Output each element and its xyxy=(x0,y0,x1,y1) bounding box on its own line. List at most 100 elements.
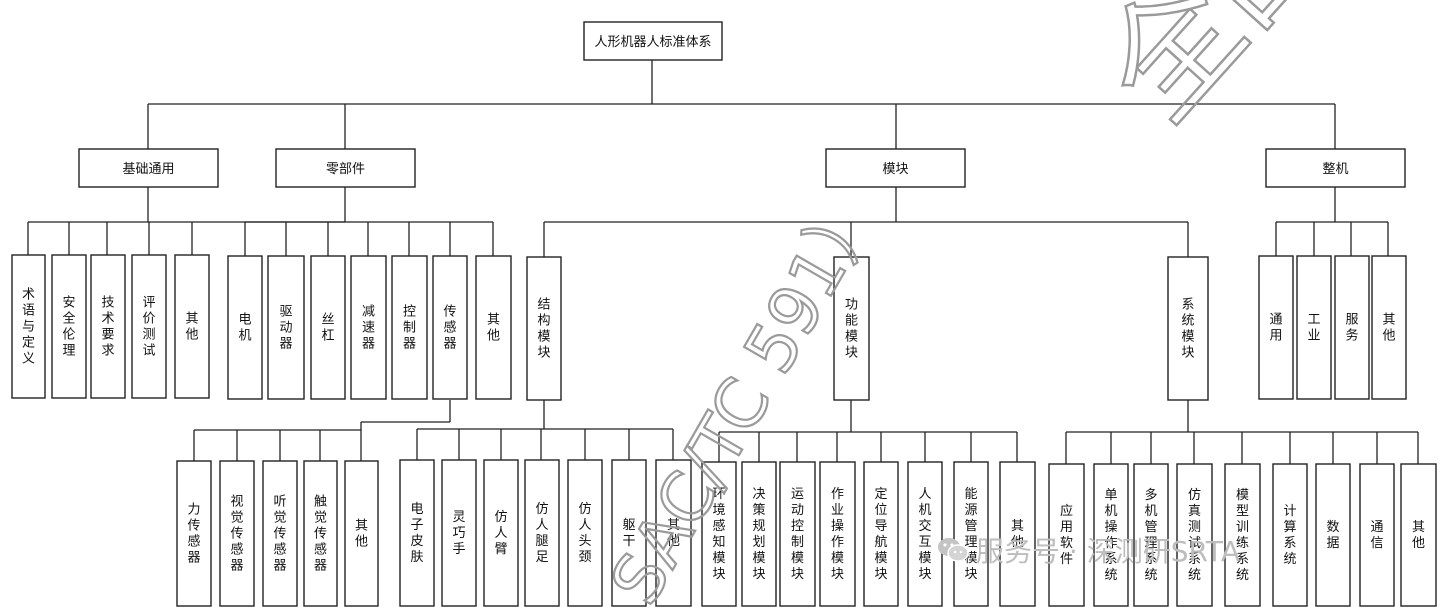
functional-module-node-label: 能源管理模块 xyxy=(964,487,977,582)
foundation-node: 其他 xyxy=(174,254,210,399)
component-node-label: 电机 xyxy=(238,313,251,344)
foundation-node: 技术要求 xyxy=(90,254,126,399)
root-node: 人形机器人标准体系 xyxy=(583,21,723,61)
functional-module-node-label: 环境感知模块 xyxy=(712,487,725,582)
functional-module-node: 能源管理模块 xyxy=(953,461,989,607)
foundation-node-label: 技术要求 xyxy=(101,296,114,359)
system-module-node-label: 多机管理系统 xyxy=(1144,487,1157,583)
sensor-node-label: 触觉传感器 xyxy=(314,495,327,574)
foundation-node-label: 评价测试 xyxy=(142,296,155,359)
functional-module-node: 其他 xyxy=(999,461,1036,607)
component-node-label: 减速器 xyxy=(362,305,375,352)
component-node: 驱动器 xyxy=(267,255,305,400)
foundation-node: 安全伦理 xyxy=(51,254,87,399)
system-module-node-label: 数据 xyxy=(1326,520,1339,551)
system-module-node: 模型训练系统 xyxy=(1224,463,1261,607)
node-boxes: 人形机器人标准体系基础通用零部件模块整机术语与定义安全伦理技术要求评价测试其他电… xyxy=(11,21,1437,607)
functional-module-node: 环境感知模块 xyxy=(701,461,737,607)
system-module-node: 通信 xyxy=(1359,463,1395,607)
foundation-node-label: 其他 xyxy=(185,312,198,343)
functional-module-node: 定位导航模块 xyxy=(863,461,899,607)
component-node: 丝杠 xyxy=(310,255,346,400)
component-node-label: 驱动器 xyxy=(279,305,292,352)
level1-node: 零部件 xyxy=(275,148,416,188)
component-node-label: 控制器 xyxy=(403,305,416,352)
functional-module-node-label: 人机交互模块 xyxy=(918,487,931,582)
system-module-node-label: 仿真测试系统 xyxy=(1188,488,1201,583)
functional-module-node: 作业操作模块 xyxy=(819,461,856,607)
whole-machine-node: 服务 xyxy=(1334,255,1370,400)
sensor-node: 听觉传感器 xyxy=(262,460,298,607)
structural-module-node-label: 躯干 xyxy=(622,517,635,549)
module-node-label: 结构模块 xyxy=(537,298,550,361)
component-node-label: 丝杠 xyxy=(321,313,334,344)
whole-machine-node: 其他 xyxy=(1371,255,1407,400)
structural-module-node: 仿人头颈 xyxy=(567,459,603,607)
structural-module-node-label: 仿人头颈 xyxy=(578,502,591,565)
sensor-node: 触觉传感器 xyxy=(303,460,338,607)
level1-node: 基础通用 xyxy=(78,148,219,188)
system-module-node-label: 单机操作系统 xyxy=(1104,488,1117,583)
functional-module-node: 决策规划模块 xyxy=(741,461,777,607)
structural-module-node: 其他 xyxy=(655,459,692,607)
foundation-node: 术语与定义 xyxy=(11,254,46,399)
system-module-node-label: 计算系统 xyxy=(1283,504,1296,567)
component-node-label: 传感器 xyxy=(443,305,456,352)
structural-module-node-label: 灵巧手 xyxy=(452,510,465,557)
system-module-node: 其他 xyxy=(1400,463,1437,607)
sensor-node-label: 视觉传感器 xyxy=(230,495,243,574)
level1-node: 模块 xyxy=(825,148,966,188)
connector-lines xyxy=(27,60,1419,464)
system-module-node: 多机管理系统 xyxy=(1133,463,1169,607)
system-module-node-label: 其他 xyxy=(1412,520,1425,551)
whole-machine-node: 通用 xyxy=(1258,255,1294,400)
level1-node-label: 基础通用 xyxy=(122,162,174,177)
component-node-label: 其他 xyxy=(487,313,500,344)
whole-machine-node: 工业 xyxy=(1296,255,1332,400)
component-node: 控制器 xyxy=(391,255,428,400)
sensor-node: 视觉传感器 xyxy=(219,460,255,607)
foundation-node: 评价测试 xyxy=(131,254,167,399)
component-node: 减速器 xyxy=(350,255,387,400)
level1-node: 整机 xyxy=(1265,148,1406,188)
structural-module-node-label: 电子皮肤 xyxy=(410,502,423,565)
module-node-label: 系统模块 xyxy=(1181,298,1194,361)
sensor-node-label: 听觉传感器 xyxy=(273,495,286,574)
structural-module-node: 仿人臂 xyxy=(483,459,519,607)
module-node-label: 功能模块 xyxy=(845,298,858,361)
whole-machine-node-label: 工业 xyxy=(1307,313,1320,344)
sensor-node: 其他 xyxy=(344,460,379,607)
module-node: 系统模块 xyxy=(1167,256,1209,401)
system-module-node: 应用软件 xyxy=(1048,463,1085,607)
structural-module-node-label: 仿人臂 xyxy=(494,510,507,557)
functional-module-node-label: 定位导航模块 xyxy=(874,487,887,582)
component-node: 其他 xyxy=(475,255,512,400)
structural-module-node: 躯干 xyxy=(611,459,647,607)
structural-module-node: 仿人腿足 xyxy=(524,459,560,607)
system-module-node-label: 模型训练系统 xyxy=(1236,488,1249,583)
whole-machine-node-label: 通用 xyxy=(1269,313,1282,344)
sensor-node-label: 力传感器 xyxy=(187,503,200,566)
functional-module-node-label: 决策规划模块 xyxy=(752,487,765,582)
system-module-node: 单机操作系统 xyxy=(1093,463,1129,607)
system-module-node: 数据 xyxy=(1315,463,1351,607)
functional-module-node: 运动控制模块 xyxy=(779,461,816,607)
structural-module-node-label: 仿人腿足 xyxy=(535,502,548,565)
structural-module-node-label: 其他 xyxy=(667,518,680,549)
functional-module-node-label: 其他 xyxy=(1011,519,1024,550)
module-node: 功能模块 xyxy=(833,256,870,401)
whole-machine-node-label: 服务 xyxy=(1345,313,1358,344)
level1-node-label: 整机 xyxy=(1322,162,1348,177)
system-module-node: 仿真测试系统 xyxy=(1176,463,1213,607)
structural-module-node: 灵巧手 xyxy=(441,459,477,607)
level1-node-label: 零部件 xyxy=(326,162,365,177)
sensor-node: 力传感器 xyxy=(176,460,212,607)
system-module-node-label: 通信 xyxy=(1370,520,1383,551)
root-node-label: 人形机器人标准体系 xyxy=(594,35,711,50)
foundation-node-label: 安全伦理 xyxy=(62,296,75,359)
functional-module-node-label: 作业操作模块 xyxy=(831,487,844,582)
whole-machine-node-label: 其他 xyxy=(1382,313,1395,344)
component-node: 电机 xyxy=(227,255,263,400)
system-module-node: 计算系统 xyxy=(1272,463,1308,607)
